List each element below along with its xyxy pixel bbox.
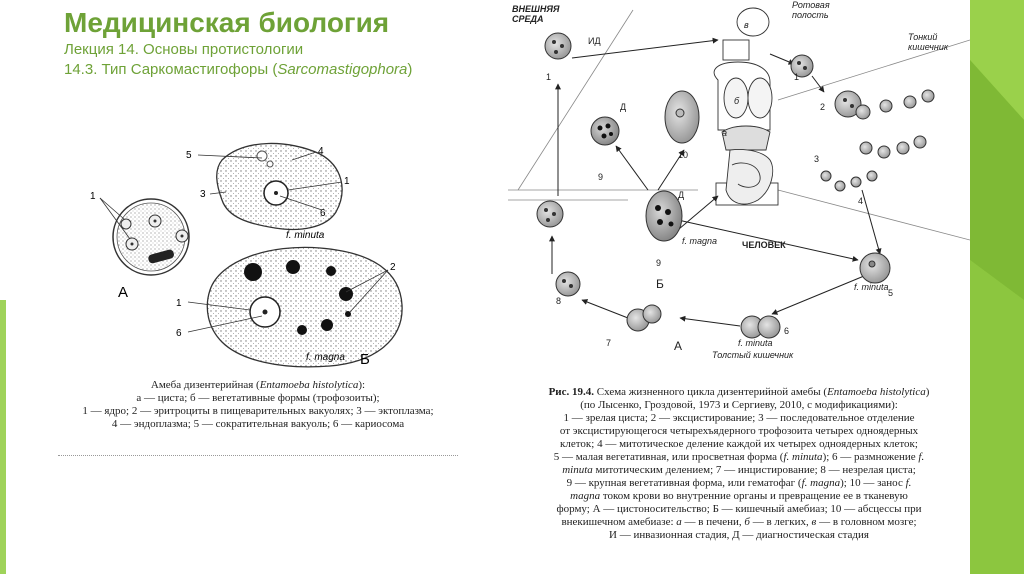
- left-caption-line-3: 1 — ядро; 2 — эритроциты в пищеварительн…: [58, 405, 458, 418]
- label-minuta-1: f. minuta: [854, 282, 889, 292]
- right-caption-line: Рис. 19.4. Схема жизненного цикла дизент…: [508, 386, 970, 399]
- right-caption-line: magna током крови во внутренние органы и…: [508, 490, 970, 503]
- label-5: 5: [888, 288, 893, 298]
- slide-subtitle-1: Лекция 14. Основы протистологии: [64, 40, 524, 60]
- label-letter-b: Б: [656, 277, 664, 291]
- label-human: ЧЕЛОВЕК: [742, 240, 786, 250]
- label-1c: 1: [176, 298, 182, 309]
- subtitle-latin: Sarcomastigophora: [277, 61, 407, 78]
- label-oral: Ротовая: [792, 0, 830, 10]
- slide-title: Медицинская биология: [64, 6, 524, 40]
- title-block: Медицинская биология Лекция 14. Основы п…: [64, 6, 524, 80]
- left-caption: Амеба дизентерийная (Entamoeba histolyti…: [58, 379, 458, 431]
- label-d2: Д: [678, 190, 684, 200]
- label-9b: 9: [656, 258, 661, 268]
- caption-latin: f.: [906, 477, 912, 489]
- label-small-int: Тонкий: [908, 32, 937, 42]
- caption-text: митотическим делением; 7 — инцистировани…: [593, 464, 916, 476]
- label-6a: 6: [320, 208, 326, 219]
- label-minuta-2: f. minuta: [738, 338, 773, 348]
- label-6: 6: [784, 326, 789, 336]
- caption-text: — в головном мозге;: [816, 516, 916, 528]
- label-letter-b: Б: [360, 351, 370, 368]
- caption-text: ); 6 — размножение: [823, 451, 919, 463]
- caption-latin: Entamoeba histolytica: [827, 386, 926, 398]
- caption-latin: magna: [570, 490, 600, 502]
- label-3: 3: [200, 189, 206, 200]
- right-caption-line: (по Лысенко, Гроздовой, 1973 и Сергиеву,…: [508, 399, 970, 412]
- right-caption: Рис. 19.4. Схема жизненного цикла дизент…: [508, 386, 970, 542]
- label-oral-2: полость: [792, 10, 829, 20]
- caption-figure-number: Рис. 19.4.: [549, 386, 594, 398]
- cyst-drawing: [113, 199, 189, 275]
- human-body-drawing: [714, 8, 778, 205]
- label-4: 4: [858, 196, 863, 206]
- label-1b: 1: [794, 72, 799, 82]
- label-letter-a: А: [674, 339, 682, 353]
- right-caption-line: 9 — крупная вегетативная форма, или гема…: [508, 477, 970, 490]
- label-organ-a: а: [722, 128, 727, 138]
- caption-text: ): [926, 386, 930, 398]
- caption-text: током крови во внутренние органы и превр…: [600, 490, 908, 502]
- label-small-int-2: кишечник: [908, 42, 949, 52]
- label-10: 10: [678, 150, 688, 160]
- left-caption-line-4: 4 — эндоплазма; 5 — сократительная вакуо…: [58, 418, 458, 431]
- label-7: 7: [606, 338, 611, 348]
- label-3: 3: [814, 154, 819, 164]
- caption-text: внекишечном амебиазе:: [561, 516, 676, 528]
- label-4: 4: [318, 146, 324, 157]
- caption-text: ):: [358, 379, 365, 391]
- label-minuta: f. minuta: [286, 230, 325, 241]
- right-caption-line: от эксцистирующегося четырехъядерного тр…: [508, 425, 970, 438]
- right-caption-line: minuta митотическим делением; 7 — инцист…: [508, 464, 970, 477]
- subtitle-suffix: ): [407, 61, 412, 78]
- left-caption-line-1: Амеба дизентерийная (Entamoeba histolyti…: [58, 379, 458, 392]
- decorative-facets: [970, 0, 1024, 574]
- label-d1: Д: [620, 102, 626, 112]
- caption-latin: f. minuta: [783, 451, 822, 463]
- label-2: 2: [820, 102, 825, 112]
- label-2: 2: [390, 262, 396, 273]
- caption-latin: minuta: [562, 464, 593, 476]
- right-caption-line: 1 — зрелая циста; 2 — эксцистирование; 3…: [508, 412, 970, 425]
- label-1: 1: [546, 72, 551, 82]
- caption-text: — в печени,: [682, 516, 745, 528]
- caption-text: — в легких,: [750, 516, 812, 528]
- right-caption-line: И — инвазионная стадия, Д — диагностичес…: [508, 529, 970, 542]
- label-letter-a: А: [118, 284, 128, 301]
- caption-latin: Entamoeba histolytica: [260, 379, 359, 391]
- label-5: 5: [186, 150, 192, 161]
- label-9a: 9: [598, 172, 603, 182]
- right-caption-line: 5 — малая вегетативная, или просветная ф…: [508, 451, 970, 464]
- right-caption-line: внекишечном амебиазе: а — в печени, б — …: [508, 516, 970, 529]
- caption-text: 9 — крупная вегетативная форма, или гема…: [567, 477, 802, 489]
- right-caption-line: форму; А — цистоносительство; Б — кишечн…: [508, 503, 970, 516]
- caption-text: Схема жизненного цикла дизентерийной аме…: [594, 386, 827, 398]
- label-1b: 1: [344, 176, 350, 187]
- label-env-2: СРЕДА: [512, 14, 544, 24]
- left-caption-line-2: а — циста; б — вегетативные формы (трофо…: [58, 392, 458, 405]
- label-organ-v: в: [744, 20, 749, 30]
- label-1a: 1: [90, 191, 96, 202]
- label-id: ИД: [588, 36, 601, 46]
- magna-drawing: [207, 247, 402, 366]
- caption-text: ); 10 — занос: [840, 477, 906, 489]
- right-caption-line: клеток; 4 — митотическое деление каждой …: [508, 438, 970, 451]
- caption-divider: [58, 455, 458, 456]
- label-magna: f. magna: [306, 352, 345, 363]
- label-env: ВНЕШНЯЯ: [512, 4, 560, 14]
- label-6b: 6: [176, 328, 182, 339]
- decorative-right-bar: [970, 0, 1024, 574]
- label-8: 8: [556, 296, 561, 306]
- life-cycle-figure: ВНЕШНЯЯ СРЕДА Ротовая полость Тонкий киш…: [508, 0, 970, 385]
- decorative-left-bar: [0, 300, 6, 574]
- caption-latin: f. magna: [802, 477, 841, 489]
- label-magna: f. magna: [682, 236, 717, 246]
- caption-text: Амеба дизентерийная (: [151, 379, 260, 391]
- subtitle-prefix: 14.3. Тип Саркомастигофоры (: [64, 61, 277, 78]
- label-large-int: Толстый кишечник: [712, 350, 794, 360]
- caption-latin: f.: [918, 451, 924, 463]
- caption-text: 5 — малая вегетативная, или просветная ф…: [554, 451, 784, 463]
- slide-subtitle-2: 14.3. Тип Саркомастигофоры (Sarcomastigo…: [64, 60, 524, 80]
